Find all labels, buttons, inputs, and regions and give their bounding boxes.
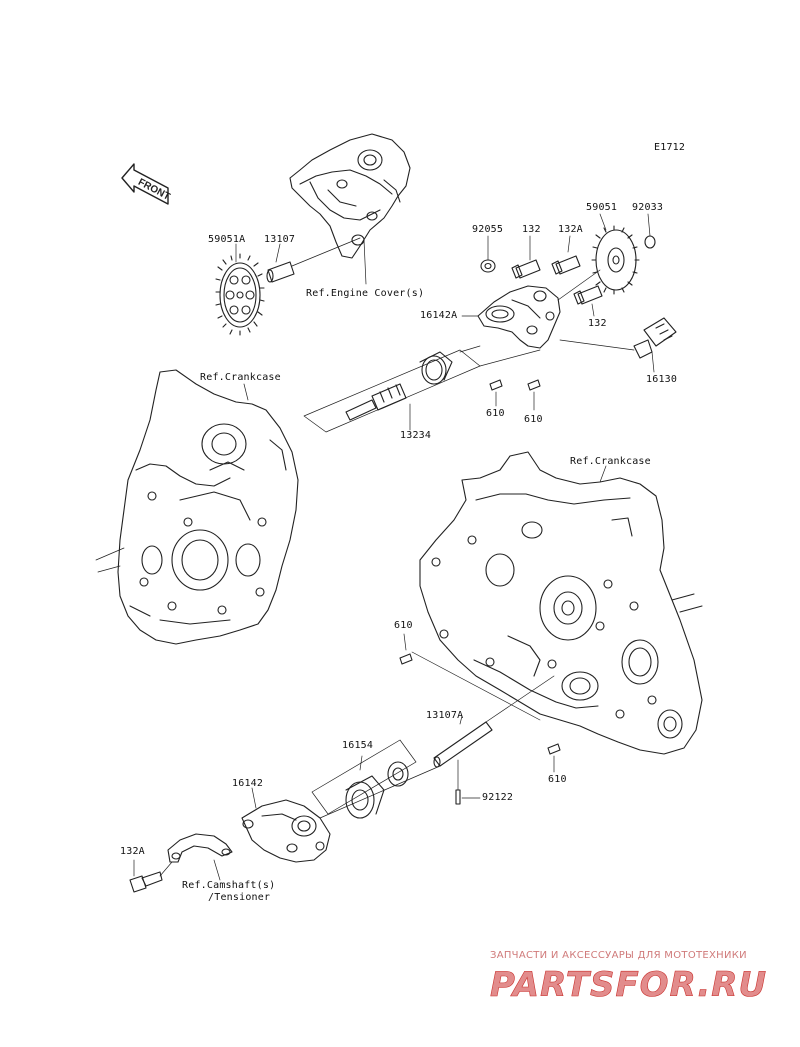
- label-13234: 13234: [400, 430, 432, 441]
- washer-92055: [480, 259, 496, 273]
- diagram-code: E1712: [654, 142, 686, 153]
- label-16142A: 16142A: [420, 310, 458, 321]
- label-132-top: 132: [522, 224, 541, 235]
- bolt-132A-bottom: [129, 871, 163, 893]
- valve-16130: [633, 317, 677, 359]
- shaft-13107A: [433, 721, 493, 768]
- label-59051A: 59051A: [208, 234, 246, 245]
- bolt-132: [511, 259, 541, 279]
- tensioner-bracket: [167, 833, 233, 863]
- label-16154: 16154: [342, 740, 374, 751]
- sprocket-59051A: [215, 253, 265, 336]
- dowel-610-left: [399, 653, 413, 665]
- sprocket-59051: [591, 225, 640, 295]
- label-13107: 13107: [264, 234, 296, 245]
- front-arrow-icon: FRONT: [121, 163, 172, 205]
- label-59051: 59051: [586, 202, 618, 213]
- label-132A-top: 132A: [558, 224, 583, 235]
- label-610-b: 610: [524, 414, 543, 425]
- label-ref-crankcase-right: Ref.Crankcase: [570, 456, 651, 467]
- pin-92122: [455, 789, 461, 805]
- watermark-subtitle: ЗАПЧАСТИ И АКСЕССУАРЫ ДЛЯ МОТОТЕХНИКИ: [490, 950, 747, 961]
- label-16142: 16142: [232, 778, 264, 789]
- label-610-a: 610: [486, 408, 505, 419]
- pin-13107: [266, 261, 295, 283]
- svg-text:PARTSFOR.RU: PARTSFOR.RU: [490, 965, 767, 1005]
- label-ref-engine-cover: Ref.Engine Cover(s): [306, 288, 425, 299]
- oil-pump-shaft-13234: [303, 349, 481, 433]
- rotor-set-16154: [311, 739, 417, 819]
- label-92055: 92055: [472, 224, 504, 235]
- label-132A-bottom: 132A: [120, 846, 145, 857]
- pump-body-16142: [241, 799, 331, 863]
- label-610-c: 610: [394, 620, 413, 631]
- circlip-92033: [644, 235, 656, 249]
- bolt-132A: [551, 255, 581, 275]
- label-13107A: 13107A: [426, 710, 464, 721]
- label-610-d: 610: [548, 774, 567, 785]
- label-132-right: 132: [588, 318, 607, 329]
- dowel-610-right: [547, 743, 561, 755]
- pump-cover-16142A: [477, 285, 561, 349]
- label-16130: 16130: [646, 374, 678, 385]
- dowel-610: [489, 379, 541, 391]
- label-ref-camshaft: Ref.Camshaft(s): [182, 880, 276, 891]
- label-ref-crankcase-left: Ref.Crankcase: [200, 372, 281, 383]
- label-92122: 92122: [482, 792, 514, 803]
- watermark-logo: PARTSFOR.RU: [490, 965, 767, 1006]
- bolt-132-right: [573, 285, 603, 305]
- engine-cover-part: [289, 133, 411, 259]
- label-92033: 92033: [632, 202, 664, 213]
- crankcase-right: [419, 451, 703, 755]
- crankcase-left: [95, 369, 299, 645]
- label-ref-tensioner: /Tensioner: [208, 892, 271, 903]
